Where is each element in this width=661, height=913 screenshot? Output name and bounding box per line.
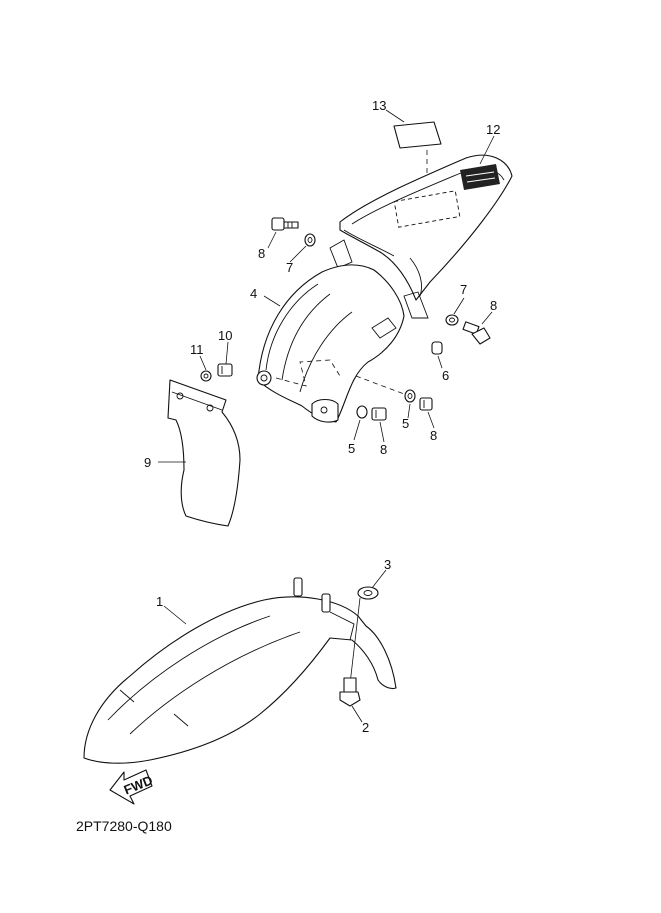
part-2-bolt — [339, 597, 361, 707]
callout-7: 7 — [286, 260, 293, 275]
bolt-8-right — [462, 321, 491, 345]
washer-11 — [200, 370, 212, 382]
callout-8: 8 — [490, 298, 497, 313]
leader-lines — [158, 109, 495, 723]
part-12-rear-fender — [329, 154, 513, 319]
washer-5-left — [356, 405, 368, 419]
part-9-mud-flap — [167, 379, 241, 527]
callout-11: 11 — [190, 342, 204, 357]
part-1-front-fender — [83, 577, 397, 764]
fwd-arrow: FWD — [109, 769, 155, 805]
fwd-label: FWD — [122, 772, 155, 797]
bolt-8-mid-right — [419, 397, 433, 411]
bolt-8-top — [271, 217, 299, 231]
bolt-8-bottom — [371, 407, 387, 421]
callout-5: 5 — [348, 441, 355, 456]
callout-numbers: 13 12 8 7 4 7 8 6 10 11 5 8 5 8 9 3 1 2 — [144, 98, 500, 735]
part-3-grommet — [357, 586, 379, 600]
washer-7-right — [445, 314, 459, 326]
callout-4: 4 — [250, 286, 257, 301]
callout-10: 10 — [218, 328, 232, 343]
callout-5: 5 — [402, 416, 409, 431]
diagram-code: 2PT7280-Q180 — [76, 818, 172, 834]
washer-5-right — [404, 389, 416, 403]
callout-6: 6 — [442, 368, 449, 383]
callout-8: 8 — [380, 442, 387, 457]
part-4-inner-fender — [256, 264, 405, 423]
callout-8: 8 — [258, 246, 265, 261]
callout-7: 7 — [460, 282, 467, 297]
bolt-10 — [217, 363, 233, 377]
callout-8: 8 — [430, 428, 437, 443]
collar-6 — [431, 341, 443, 355]
callout-1: 1 — [156, 594, 163, 609]
callout-13: 13 — [372, 98, 386, 113]
callout-3: 3 — [384, 557, 391, 572]
callout-12: 12 — [486, 122, 500, 137]
callout-2: 2 — [362, 720, 369, 735]
part-13-decal — [393, 121, 442, 200]
part-12-label-patch — [460, 164, 500, 190]
callout-9: 9 — [144, 455, 151, 470]
washer-7-top — [304, 233, 316, 247]
